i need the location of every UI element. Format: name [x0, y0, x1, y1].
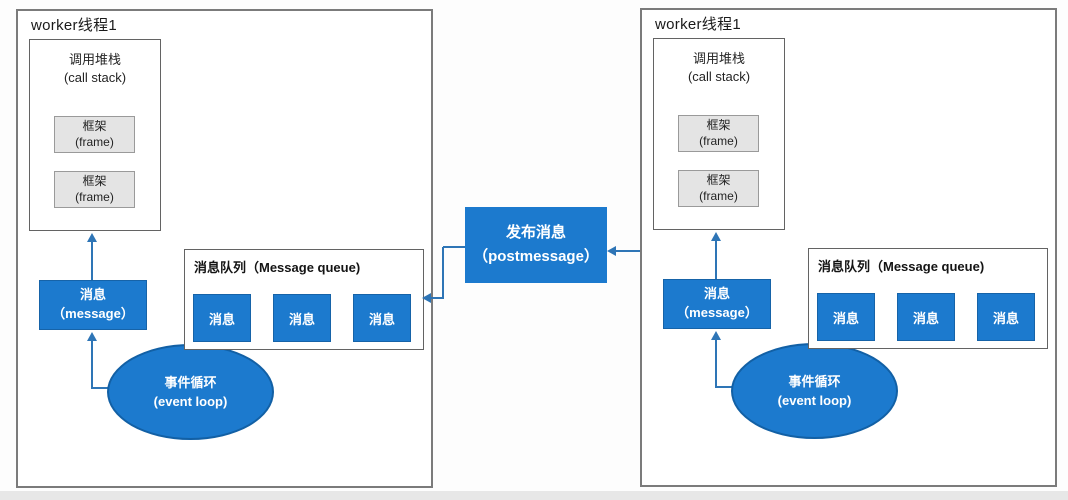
frame-label-en: (frame): [699, 188, 738, 203]
queue-message-box: 消息: [977, 293, 1035, 341]
frame-box: 框架 (frame): [54, 171, 135, 208]
message-queue-box: 消息队列（Message queue) 消息 消息 消息: [184, 249, 424, 350]
arrow-postmessage-to-queue-segment3: [430, 297, 443, 299]
arrow-eventloop-to-message: [91, 340, 93, 389]
message-label-en: （message）: [676, 305, 758, 320]
call-stack-title-en: (call stack): [687, 68, 751, 84]
call-stack-title: 调用堆栈 (call stack): [654, 50, 784, 85]
worker-title: worker线程1: [31, 17, 118, 34]
call-stack-box: 调用堆栈 (call stack) 框架 (frame) 框架 (frame): [653, 38, 785, 230]
message-queue-title: 消息队列（Message queue): [194, 260, 361, 275]
arrowhead-up-icon: [87, 233, 97, 242]
queue-message-box: 消息: [897, 293, 955, 341]
message-box: 消息 （message）: [663, 279, 771, 329]
postmessage-label-en: （postmessage）: [473, 248, 599, 265]
message-queue-title: 消息队列（Message queue): [818, 259, 985, 274]
event-loop-label-en: (event loop): [153, 394, 228, 409]
message-label-en: （message）: [52, 306, 134, 321]
message-label-zh: 消息: [703, 286, 730, 302]
bottom-margin-strip: [0, 491, 1068, 500]
worker-box-right: worker线程1 调用堆栈 (call stack) 框架 (frame) 框…: [640, 8, 1057, 487]
postmessage-box: 发布消息 （postmessage）: [465, 207, 607, 283]
arrow-eventloop-to-message: [715, 339, 717, 388]
call-stack-title-en: (call stack): [63, 69, 127, 85]
frame-label-zh: 框架: [82, 173, 107, 188]
arrowhead-up-icon: [711, 232, 721, 241]
call-stack-title-zh: 调用堆栈: [68, 52, 121, 67]
arrow-message-to-callstack: [91, 241, 93, 280]
arrowhead-up-icon: [711, 331, 721, 340]
message-box: 消息 （message）: [39, 280, 147, 330]
queue-message-box: 消息: [353, 294, 411, 342]
call-stack-title: 调用堆栈 (call stack): [30, 51, 160, 86]
frame-label-en: (frame): [699, 133, 738, 148]
message-queue-box: 消息队列（Message queue) 消息 消息 消息: [808, 248, 1048, 349]
queue-message-box: 消息: [273, 294, 331, 342]
event-loop-label-zh: 事件循环: [788, 373, 841, 389]
arrowhead-left-icon: [607, 246, 616, 256]
event-loop-ellipse: 事件循环 (event loop): [107, 344, 274, 440]
message-label-zh: 消息: [79, 287, 106, 303]
arrowhead-up-icon: [87, 332, 97, 341]
arrow-message-to-callstack: [715, 240, 717, 279]
frame-box: 框架 (frame): [54, 116, 135, 153]
worker-title: worker线程1: [655, 16, 742, 33]
frame-label-en: (frame): [75, 189, 114, 204]
frame-label-zh: 框架: [82, 118, 107, 133]
worker-box-left: worker线程1 调用堆栈 (call stack) 框架 (frame) 框…: [16, 9, 433, 488]
postmessage-label-zh: 发布消息: [505, 224, 566, 241]
call-stack-box: 调用堆栈 (call stack) 框架 (frame) 框架 (frame): [29, 39, 161, 231]
frame-label-zh: 框架: [706, 172, 731, 187]
frame-box: 框架 (frame): [678, 115, 759, 152]
arrow-eventloop-to-message-segment: [93, 387, 108, 389]
arrow-worker2-to-postmessage: [615, 250, 640, 252]
arrow-postmessage-to-queue-segment1: [443, 246, 465, 248]
event-loop-ellipse: 事件循环 (event loop): [731, 343, 898, 439]
event-loop-label-zh: 事件循环: [164, 374, 217, 390]
event-loop-label-en: (event loop): [777, 393, 852, 408]
call-stack-title-zh: 调用堆栈: [692, 51, 745, 66]
arrowhead-left-icon: [422, 293, 431, 303]
queue-message-box: 消息: [193, 294, 251, 342]
arrow-eventloop-to-message-segment: [717, 386, 732, 388]
frame-box: 框架 (frame): [678, 170, 759, 207]
frame-label-zh: 框架: [706, 117, 731, 132]
frame-label-en: (frame): [75, 134, 114, 149]
queue-message-box: 消息: [817, 293, 875, 341]
arrow-postmessage-to-queue-segment2: [442, 247, 444, 299]
